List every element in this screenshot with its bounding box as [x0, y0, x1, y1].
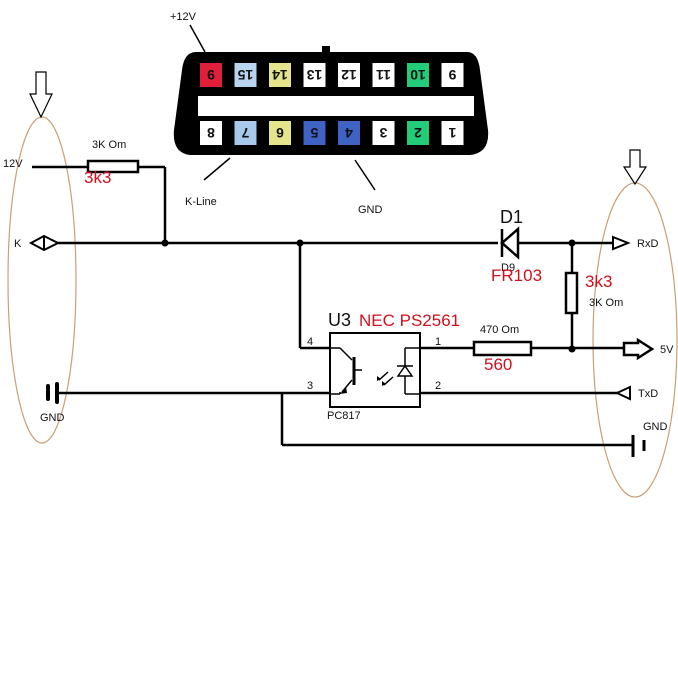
obd-pin-14	[269, 63, 291, 87]
obd-pin-9	[441, 63, 464, 87]
label-txd: TxD	[638, 388, 658, 400]
label-r1-value: 3k3	[84, 168, 111, 187]
obd-pin-16	[200, 63, 222, 87]
power-port-icon	[622, 337, 655, 361]
obd-pin-label: 14	[272, 67, 288, 83]
label-d1: D1	[500, 207, 523, 227]
down-arrow-icon	[29, 71, 53, 119]
pin-label-4: 4	[307, 336, 313, 348]
junction-dot	[568, 345, 576, 353]
leader-gnd	[354, 159, 376, 191]
label-r3-value: 560	[484, 355, 512, 374]
pin-row-top: 9 15 14 13 12 11 10 9	[200, 63, 464, 87]
pin-label-3: 3	[307, 380, 313, 392]
obd-pin-label: 11	[376, 67, 391, 83]
obd-pin-label: 8	[207, 125, 215, 141]
obd-pin-label: 5	[310, 125, 318, 141]
pin-label-1: 1	[435, 336, 441, 348]
left-connector-highlight	[7, 71, 77, 444]
resistor-560	[472, 340, 533, 357]
label-plus12v: +12V	[170, 11, 197, 23]
obd-pin-label: 7	[241, 125, 249, 141]
diode-triangle	[500, 226, 520, 260]
obd-pin-label: 1	[448, 125, 456, 141]
obd-pin-8	[200, 121, 222, 145]
diode-d1: D1 D9 FR103	[491, 207, 542, 285]
transistor-collector	[339, 347, 353, 361]
resistor-3k3-right	[564, 271, 579, 315]
obd-pin-5	[303, 121, 326, 145]
label-r3-ohms: 470 Om	[480, 324, 519, 336]
pin-row-bottom: 8 7 6 5 4 3 2 1	[200, 121, 464, 145]
obd-pin-13	[303, 63, 326, 87]
obd-pin-7	[234, 121, 257, 145]
obd-pin-12	[338, 63, 360, 87]
obd-pin-2	[407, 121, 429, 145]
obd-pin-10	[407, 63, 429, 87]
label-d9: D9	[501, 262, 515, 274]
output-port-icon	[612, 235, 631, 251]
input-port-icon	[614, 385, 631, 401]
obd-pin-label: 4	[345, 125, 353, 141]
label-left-gnd: GND	[40, 412, 65, 424]
label-r2-value: 3k3	[585, 272, 612, 291]
obd-pin-4	[338, 121, 360, 145]
label-5v: 5V	[660, 344, 674, 356]
obd-pin-label: 12	[341, 67, 357, 83]
label-r1-ohms: 3K Om	[92, 139, 126, 151]
label-ps2561: NEC PS2561	[359, 311, 460, 330]
led-triangle	[396, 364, 414, 377]
obd-pin-label: 13	[307, 67, 323, 83]
junction-dot	[161, 239, 169, 247]
right-ellipse	[592, 182, 678, 498]
label-u3: U3	[328, 310, 351, 330]
right-connector-highlight	[592, 149, 678, 498]
obd-pin-label: 6	[276, 125, 284, 141]
leader-plus12v	[189, 24, 206, 53]
obd-pin-15	[234, 63, 257, 87]
obd-pin-11	[372, 63, 395, 87]
connector-slot	[198, 96, 474, 116]
label-rxd: RxD	[637, 238, 658, 250]
obd-pin-label: 3	[379, 125, 387, 141]
label-r2-ohms: 3K Om	[589, 297, 623, 309]
obd-pin-label: 15	[238, 67, 254, 83]
label-fr103: FR103	[491, 266, 542, 285]
label-kline: K-Line	[185, 196, 217, 208]
obd-pin-label: 9	[448, 67, 456, 83]
obd-pin-1	[441, 121, 464, 145]
obd-pin-label: 2	[414, 125, 422, 141]
label-12v: 12V	[3, 158, 23, 170]
obd-connector: +12V 9 15 14 13 12 11 10 9 8 7 6 5 4 3 2 1 K-Line GND	[170, 11, 489, 216]
obd-pin-3	[372, 121, 395, 145]
connector-key	[322, 46, 330, 54]
optocoupler-u3: U3 NEC PS2561 PC817 4 3 1 2	[307, 310, 460, 422]
obd-pin-label: 10	[410, 67, 426, 83]
left-gnd: GND	[40, 382, 65, 424]
label-right-gnd: GND	[643, 421, 668, 433]
label-pc817: PC817	[327, 410, 361, 422]
label-k: K	[14, 238, 22, 250]
leader-kline	[203, 157, 231, 181]
left-ellipse	[7, 116, 77, 444]
label-obd-gnd: GND	[358, 204, 383, 216]
down-arrow-icon	[622, 149, 648, 186]
obd-pin-label: 9	[207, 67, 215, 83]
pin-label-2: 2	[435, 380, 441, 392]
obd-pin-6	[269, 121, 291, 145]
